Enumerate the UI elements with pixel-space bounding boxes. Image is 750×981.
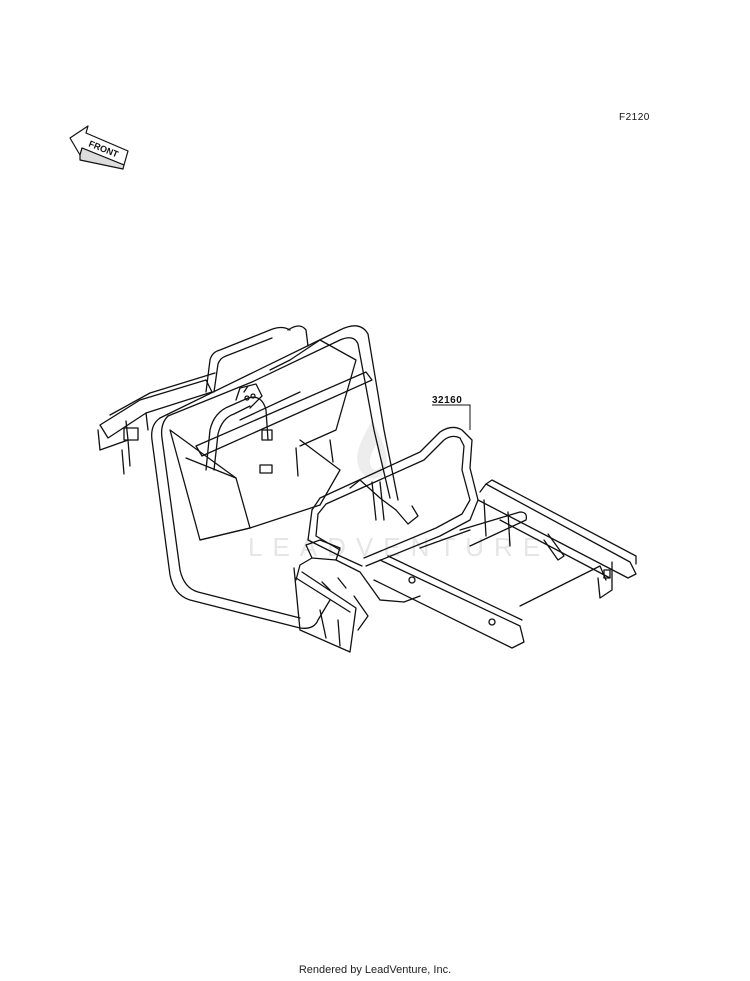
callout-leader-32160 [432,404,471,430]
watermark-text: LEADVENTURE [248,532,550,562]
part-number-callout[interactable]: 32160 [432,395,463,406]
front-direction-arrow-icon: FRONT [69,125,129,170]
render-credit-footer: Rendered by LeadVenture, Inc. [298,964,452,976]
vehicle-frame [97,325,637,653]
figure-code: F2120 [619,112,650,123]
